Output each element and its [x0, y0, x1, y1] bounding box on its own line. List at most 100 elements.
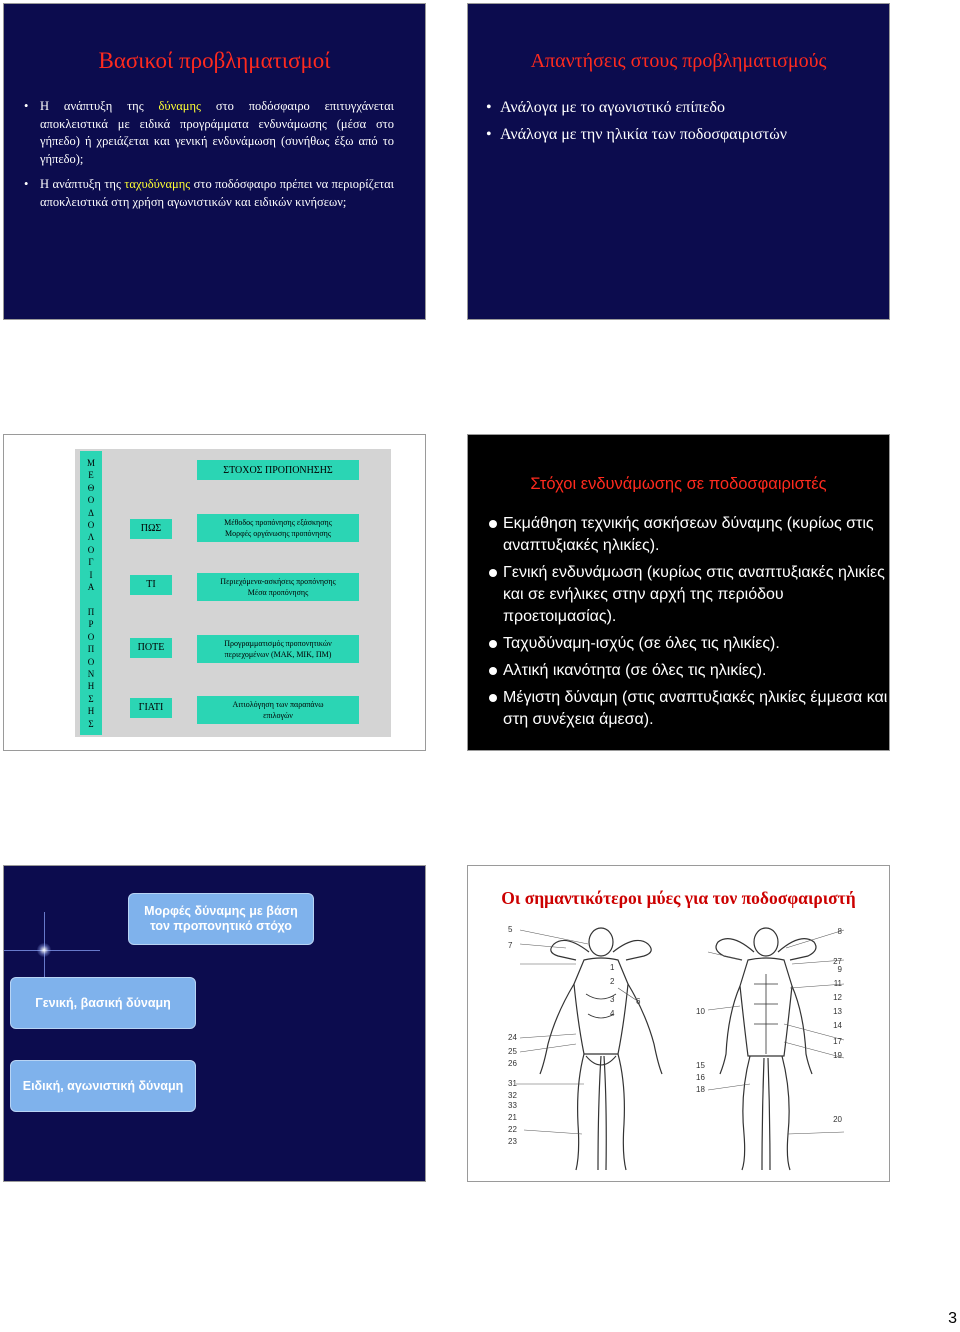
muscle-number-labels: 5123467891011121314151617181920212223242…: [508, 925, 843, 1146]
vertical-letter: Λ: [87, 532, 95, 543]
vertical-letter: Ο: [87, 631, 95, 642]
muscle-number-label: 20: [833, 1115, 842, 1124]
programming-line: Προγραμματισμός προπονητικών: [224, 639, 332, 648]
muscle-number-label: 11: [834, 979, 843, 988]
muscle-number-label: 2: [610, 977, 615, 986]
label-why: ΓΙΑΤΙ: [130, 698, 172, 718]
slide-important-muscles: Οι σημαντικότεροι μύες για τον ποδοσφαιρ…: [467, 865, 890, 1182]
strength-forms-box: Μορφές δύναμης με βάση τον προπονητικό σ…: [128, 893, 314, 945]
vertical-letter: Ο: [87, 656, 95, 667]
muscle-number-label: 26: [508, 1059, 517, 1068]
muscle-leader-lines: [516, 929, 845, 1135]
training-goal-box: ΣΤΟΧΟΣ ΠΡΟΠΟΝΗΣΗΣ: [197, 460, 359, 480]
muscle-number-label: 7: [508, 941, 513, 950]
justification-line: Αιτιολόγηση των παραπάνω: [232, 700, 324, 709]
slide2-bullets: Ανάλογα με το αγωνιστικό επίπεδο Ανάλογα…: [486, 94, 787, 148]
muscle-number-label: 5: [508, 925, 513, 934]
muscle-number-label: 6: [636, 997, 641, 1006]
muscle-number-label: 23: [508, 1137, 517, 1146]
vertical-letter: Ο: [87, 544, 95, 555]
programming-line: περιεχομένων (ΜΑΚ, ΜΙΚ, ΠΜ): [224, 650, 332, 659]
goal-item: Μέγιστη δύναμη (στις αναπτυξιακές ηλικίε…: [489, 687, 888, 731]
vertical-letter: Θ: [87, 482, 95, 493]
muscle-number-label: 12: [833, 993, 842, 1002]
specific-strength-box: Ειδική, αγωνιστική δύναμη: [10, 1060, 196, 1112]
method-line: Μέθοδος προπόνησης εξάσκησης: [224, 518, 332, 527]
training-goal-text: ΣΤΟΧΟΣ ΠΡΟΠΟΝΗΣΗΣ: [223, 464, 333, 476]
vertical-letter: Μ: [86, 458, 95, 468]
muscle-number-label: 18: [696, 1085, 705, 1094]
muscle-number-label: 16: [696, 1073, 705, 1082]
goal-item: Ταχυδύναμη-ισχύς (σε όλες τις ηλικίες).: [489, 633, 888, 655]
vertical-letter: Σ: [88, 718, 94, 729]
content-line: Περιεχόμενα-ασκήσεις προπόνησης: [220, 577, 336, 586]
label-when: ΠΟΤΕ: [130, 638, 172, 658]
muscle-number-label: 33: [508, 1101, 517, 1110]
bullet-text: Η ανάπτυξη της: [40, 177, 125, 191]
slide4-title: Στόχοι ενδυνάμωσης σε ποδοσφαιριστές: [530, 475, 827, 493]
method-box: Μέθοδος προπόνησης εξάσκησης Μορφές οργά…: [197, 514, 359, 542]
slide1-bullet-strength: Η ανάπτυξη της δύναμης στο ποδόσφαιρο επ…: [24, 98, 394, 168]
muscle-number-label: 17: [833, 1037, 842, 1046]
muscle-number-label: 22: [508, 1125, 517, 1134]
slide2-title: Απαντήσεις στους προβληματισμούς: [530, 50, 827, 72]
slide-basic-concerns: Βασικοί προβληματισμοί Η ανάπτυξη της δύ…: [3, 3, 426, 320]
goal-item: Γενική ενδυνάμωση (κυρίως στις αναπτυξια…: [489, 562, 888, 628]
vertical-letter: Δ: [88, 507, 94, 518]
highlight-strength: δύναμης: [158, 99, 201, 113]
back-figure-icon: [539, 927, 663, 1171]
muscle-number-label: 10: [696, 1007, 705, 1016]
front-figure-icon: [715, 927, 817, 1171]
goal-item: Εκμάθηση τεχνικής ασκήσεων δύναμης (κυρί…: [489, 513, 888, 557]
justification-line: επιλογών: [263, 711, 293, 720]
page-number: 3: [948, 1310, 957, 1327]
vertical-letter: Π: [87, 606, 95, 617]
muscle-number-label: 27: [833, 957, 842, 966]
vertical-letter: Η: [87, 706, 95, 717]
muscle-number-label: 9: [838, 965, 843, 974]
muscle-number-label: 32: [508, 1091, 517, 1100]
goal-item: Αλτική ικανότητα (σε όλες τις ηλικίες).: [489, 660, 888, 682]
vertical-letter: Η: [87, 681, 95, 692]
muscle-number-label: 13: [833, 1007, 842, 1016]
muscle-number-label: 14: [833, 1021, 842, 1030]
muscle-number-label: 19: [833, 1051, 842, 1060]
vertical-letter: Σ: [88, 693, 94, 704]
content-line: Μέσα προπόνησης: [247, 588, 309, 597]
sparkle-line: [4, 950, 100, 951]
bullet-text: στο ποδόσφαιρο πρέπει να περιορίζεται απ…: [40, 177, 395, 209]
justification-box: Αιτιολόγηση των παραπάνω επιλογών: [197, 696, 359, 724]
vertical-letter: Π: [87, 644, 95, 655]
slide1-bullet-power: Η ανάπτυξη της ταχυδύναμης στο ποδόσφαιρ…: [24, 176, 395, 211]
label-what: ΤΙ: [130, 575, 172, 595]
slide2-bullet: Ανάλογα με το αγωνιστικό επίπεδο: [486, 94, 787, 121]
muscle-number-label: 1: [610, 963, 615, 972]
label-how: ΠΩΣ: [130, 519, 172, 539]
muscle-number-label: 24: [508, 1033, 517, 1042]
vertical-letter: Ο: [87, 495, 95, 506]
muscle-anatomy-illustration: 5123467891011121314151617181920212223242…: [508, 925, 845, 1171]
content-box: Περιεχόμενα-ασκήσεις προπόνησης Μέσα προ…: [197, 573, 359, 601]
muscle-number-label: 21: [508, 1113, 517, 1122]
muscle-number-label: 3: [610, 995, 615, 1004]
bullet-text: στο ποδόσφαιρο επιτυγχάνεται αποκλειστικ…: [40, 99, 394, 166]
general-strength-box: Γενική, βασική δύναμη: [10, 977, 196, 1029]
vertical-letter: Ρ: [88, 619, 94, 630]
slide-strength-forms: Μορφές δύναμης με βάση τον προπονητικό σ…: [3, 865, 426, 1182]
slide-strength-goals: Στόχοι ενδυνάμωσης σε ποδοσφαιριστές Εκμ…: [467, 434, 890, 751]
muscle-number-label: 31: [508, 1079, 517, 1088]
method-line: Μορφές οργάνωσης προπόνησης: [224, 529, 332, 538]
vertical-letter: Ε: [88, 470, 94, 481]
slide2-bullet: Ανάλογα με την ηλικία των ποδοσφαιριστών: [486, 121, 787, 148]
highlight-power: ταχυδύναμης: [124, 177, 191, 191]
slide1-title: Βασικοί προβληματισμοί: [98, 48, 331, 73]
muscle-number-label: 8: [838, 927, 843, 936]
programming-box: Προγραμματισμός προπονητικών περιεχομένω…: [197, 635, 359, 663]
vertical-letter: Ι: [89, 569, 93, 580]
muscle-number-label: 4: [610, 1009, 615, 1018]
bullet-text: Η ανάπτυξη της: [40, 99, 159, 113]
muscle-number-label: 25: [508, 1047, 517, 1056]
